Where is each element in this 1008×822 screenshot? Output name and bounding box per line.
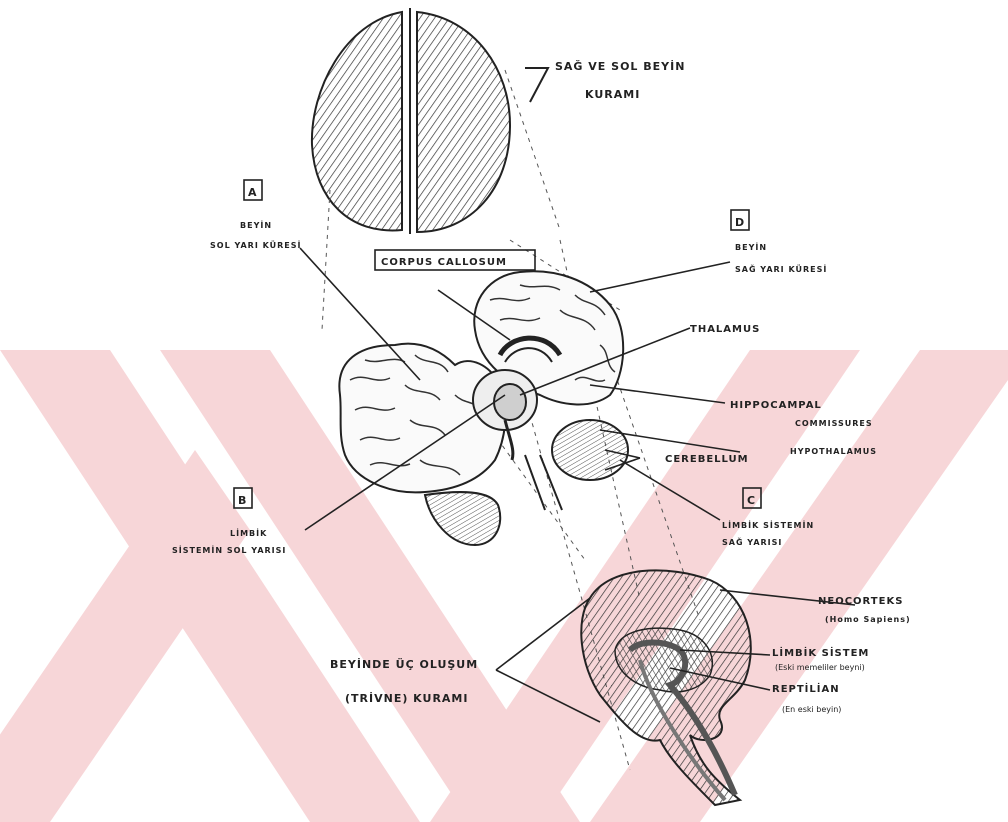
label-b-letter: B <box>238 494 247 507</box>
hippocampal-line2: COMMISSURES <box>795 419 873 428</box>
label-d-line1: BEYİN <box>735 242 767 252</box>
triune-line1: BEYİNDE ÜÇ OLUŞUM <box>330 657 478 671</box>
hypothalamus-label: HYPOTHALAMUS <box>790 447 877 456</box>
label-b-line2: SİSTEMİN SOL YARISI <box>172 545 286 555</box>
label-a-line2: SOL YARI KÜRESİ <box>210 240 302 250</box>
label-a-line1: BEYİN <box>240 220 272 230</box>
label-b-line1: LİMBİK <box>230 528 267 538</box>
reptilian-line2: (En eski beyin) <box>782 705 841 714</box>
brain-illustration <box>339 271 628 545</box>
bracket-line <box>525 68 548 102</box>
label-c-line2: SAĞ YARISI <box>722 536 782 547</box>
neocortex-line2: (Homo Sapiens) <box>825 615 911 624</box>
hippocampal-line1: HIPPOCAMPAL <box>730 400 822 411</box>
theory-lr-line1: SAĞ VE SOL BEYİN <box>555 59 685 73</box>
corpus-callosum-label: CORPUS CALLOSUM <box>381 257 507 268</box>
cerebellum-label: CEREBELLUM <box>665 454 749 465</box>
label-c-letter: C <box>747 494 756 507</box>
limbic-system-line2: (Eski memeliler beyni) <box>775 663 865 672</box>
neocortex-line1: NEOCORTEKS <box>818 596 903 607</box>
triune-line2: (TRİVNE) KURAMI <box>345 691 468 705</box>
hemispheres-oval <box>312 8 510 234</box>
label-c-line1: LİMBİK SİSTEMİN <box>722 520 814 530</box>
label-d-letter: D <box>735 216 745 229</box>
thalamus-label: THALAMUS <box>690 324 760 335</box>
reptilian-line1: REPTİLİAN <box>772 681 840 695</box>
label-a-letter: A <box>248 186 258 199</box>
theory-lr-line2: KURAMI <box>585 88 640 101</box>
label-d-line2: SAĞ YARI KÜRESİ <box>735 263 827 274</box>
limbic-system-line1: LİMBİK SİSTEM <box>772 645 869 659</box>
